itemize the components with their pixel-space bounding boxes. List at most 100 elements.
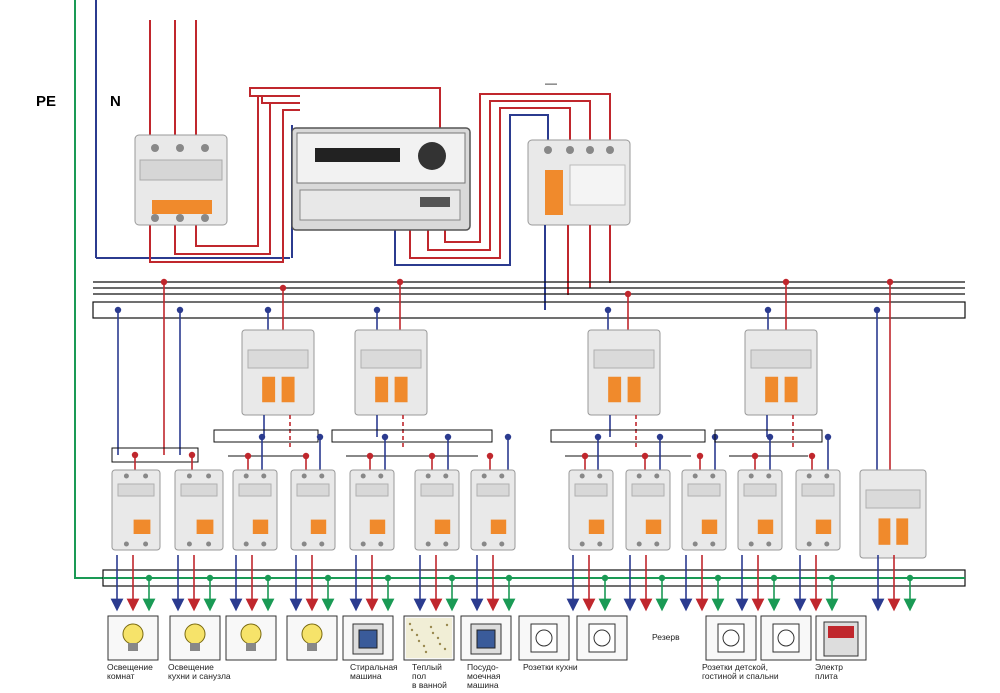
terminal: [636, 541, 642, 547]
caption-floor: Теплый пол в ванной: [412, 662, 447, 690]
group-busbar: [331, 429, 493, 443]
terminal: [360, 541, 366, 547]
terminal: [206, 541, 212, 547]
junction-dot: [279, 284, 287, 292]
bulb-base: [307, 643, 317, 651]
socket-icon: [705, 615, 757, 661]
terminal: [597, 473, 603, 479]
terminal: [748, 541, 754, 547]
caption-reserve: Резерв: [652, 632, 680, 642]
terminal: [499, 541, 505, 547]
bulb-icon: [107, 615, 159, 661]
floor-dot: [436, 636, 440, 640]
floor-dot: [417, 639, 421, 643]
breaker-lever: [252, 519, 269, 534]
terminal: [186, 541, 192, 547]
terminal: [806, 541, 812, 547]
terminal: [319, 473, 325, 479]
rcd-lever: [375, 376, 389, 403]
incoming-wires: [95, 0, 290, 259]
breaker-body: [349, 469, 395, 551]
terminal: [186, 473, 192, 479]
terminal: [824, 473, 830, 479]
terminal: [481, 541, 487, 547]
breaker-light-kitchen: [174, 469, 224, 551]
caption-light-rooms: Освещение комнат: [107, 662, 153, 681]
bulb-icon: [225, 615, 277, 661]
breaker-lever: [133, 519, 151, 534]
terminal: [319, 541, 325, 547]
breaker-body: [470, 469, 516, 551]
socket-icon: [760, 615, 812, 661]
terminal: [378, 541, 384, 547]
stove-icon: [815, 615, 867, 661]
caption-washing: Стиральная машина: [350, 662, 398, 681]
breaker-window: [574, 483, 608, 497]
icon-frame: [169, 615, 221, 661]
breaker: [349, 469, 395, 551]
rcd-output-wires: [544, 225, 611, 310]
floor-dot: [445, 623, 449, 627]
bulb-base: [190, 643, 200, 651]
breaker-body: [795, 469, 841, 551]
appliance-door: [358, 629, 378, 649]
caption-dishwasher: Посудо- моечная машина: [467, 662, 501, 690]
rcd-window: [247, 349, 309, 369]
terminal: [425, 541, 431, 547]
junction-dot: [873, 306, 881, 314]
breaker-window: [238, 483, 272, 497]
terminal: [499, 473, 505, 479]
outputs: [110, 555, 917, 612]
bulb-base: [128, 643, 138, 651]
terminal: [824, 541, 830, 547]
socket-ring: [593, 629, 611, 647]
floor-dot: [429, 625, 433, 629]
group-rcd-4: [744, 329, 818, 416]
breaker: [681, 469, 727, 551]
main-busbars: [92, 281, 966, 319]
terminal: [443, 541, 449, 547]
breaker-window: [801, 483, 835, 497]
terminal: [710, 541, 716, 547]
group-busbar: [213, 429, 319, 443]
breaker-stove: [859, 469, 927, 559]
breaker-lever: [645, 519, 662, 534]
meter-to-rcd-wires: [394, 93, 611, 266]
socket-ring: [777, 629, 795, 647]
junction-dot: [373, 306, 381, 314]
terminal: [692, 473, 698, 479]
junction-dot: [176, 306, 184, 314]
caption-stove: Электр плита: [815, 662, 843, 681]
rcd-body: [587, 329, 661, 416]
terminal: [766, 541, 772, 547]
electricity-meter: [291, 127, 471, 231]
terminal: [806, 473, 812, 479]
junction-dot: [782, 278, 790, 286]
terminal: [692, 541, 698, 547]
floor-fill: [406, 618, 452, 658]
socket-ring: [535, 629, 553, 647]
breaker: [568, 469, 614, 551]
rcd-body: [859, 469, 927, 559]
rcd-window: [865, 489, 921, 509]
breaker-body: [174, 469, 224, 551]
junction-dot: [604, 306, 612, 314]
rcd-window: [750, 349, 812, 369]
rcd-lever: [608, 376, 622, 403]
socket-plate: [530, 623, 558, 653]
breaker-body: [625, 469, 671, 551]
floor-dot: [438, 642, 442, 646]
rcd-body: [744, 329, 818, 416]
floor-dot: [443, 647, 447, 651]
distribution-groups: [111, 278, 927, 559]
pe-busbar: [102, 569, 966, 587]
breaker: [625, 469, 671, 551]
terminal: [123, 541, 129, 547]
breaker-lever: [310, 519, 327, 534]
breaker-lever: [815, 519, 832, 534]
dishwasher-icon: [460, 615, 512, 661]
floor-dot: [424, 650, 428, 654]
terminal: [261, 541, 267, 547]
junction-dot: [160, 278, 168, 286]
dash-label: —: [545, 76, 557, 90]
